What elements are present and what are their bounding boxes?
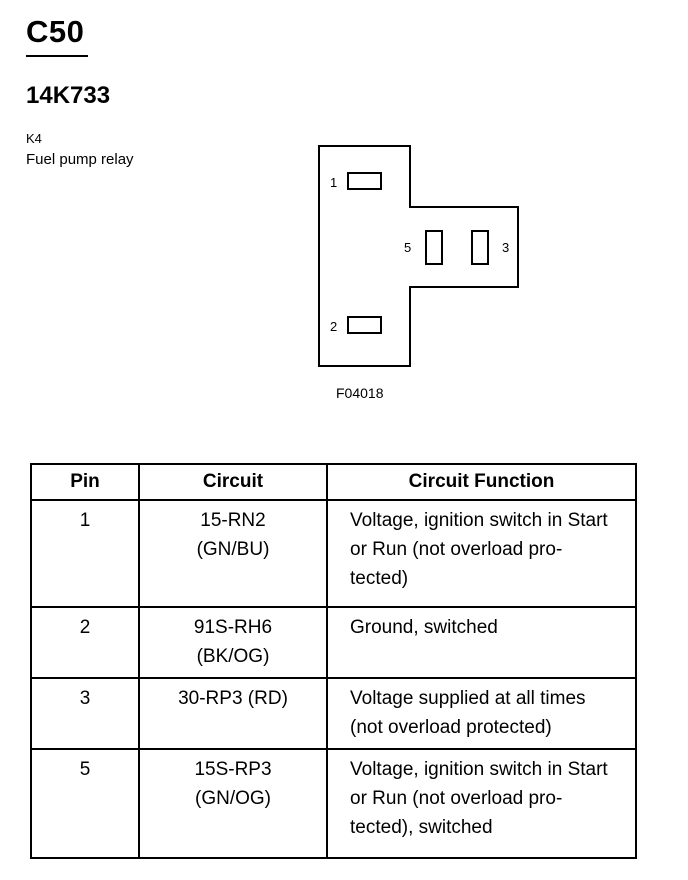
table-row: 5 15S-RP3 (GN/OG) Voltage, ignition swit…: [30, 748, 637, 859]
circuit-line: 30-RP3 (RD): [178, 688, 288, 709]
circuit-cell: 15-RN2 (GN/BU): [138, 499, 328, 608]
reference-code: K4: [26, 131, 42, 146]
pin-cell: 3: [30, 677, 140, 750]
pin-5-label: 5: [404, 240, 411, 255]
figure-code: F04018: [336, 385, 384, 401]
pin-cell: 1: [30, 499, 140, 608]
function-line: Voltage supplied at all times: [350, 688, 586, 709]
function-line: Voltage, ignition switch in Start: [350, 510, 608, 531]
pin-5-terminal: [425, 230, 443, 265]
circuit-cell: 30-RP3 (RD): [138, 677, 328, 750]
pin-3-label: 3: [502, 240, 509, 255]
connector-face-diagram: 1 2 3 5: [318, 145, 519, 367]
circuit-line: (BK/OG): [196, 646, 270, 667]
circuit-cell: 15S-RP3 (GN/OG): [138, 748, 328, 859]
connector-id: C50: [26, 14, 85, 49]
connector-id-underline: [26, 55, 88, 57]
pin-cell: 5: [30, 748, 140, 859]
function-line: tected), switched: [350, 817, 493, 838]
function-line: Ground, switched: [350, 617, 498, 638]
table-row: 2 91S-RH6 (BK/OG) Ground, switched: [30, 606, 637, 679]
table-row: 1 15-RN2 (GN/BU) Voltage, ignition switc…: [30, 499, 637, 608]
header-pin: Pin: [30, 463, 140, 501]
pin-3-terminal: [471, 230, 489, 265]
part-number: 14K733: [26, 82, 111, 109]
circuit-line: 91S-RH6: [193, 617, 273, 638]
circuit-line: (GN/OG): [195, 788, 271, 809]
component-name: Fuel pump relay: [26, 151, 134, 168]
pin-1-terminal: [347, 172, 382, 190]
pin-function-table: Pin Circuit Circuit Function 1 15-RN2 (G…: [30, 463, 637, 859]
pin-cell: 2: [30, 606, 140, 679]
table-header-row: Pin Circuit Circuit Function: [30, 463, 637, 501]
function-cell: Voltage, ignition switch in Start or Run…: [326, 748, 637, 859]
function-line: tected): [350, 568, 409, 589]
circuit-cell: 91S-RH6 (BK/OG): [138, 606, 328, 679]
header-circuit-function: Circuit Function: [326, 463, 637, 501]
circuit-line: 15S-RP3: [194, 759, 272, 780]
table-row: 3 30-RP3 (RD) Voltage supplied at all ti…: [30, 677, 637, 750]
pin-2-terminal: [347, 316, 382, 334]
function-line: or Run (not overload pro-: [350, 788, 563, 809]
circuit-line: 15-RN2: [200, 510, 266, 531]
circuit-line: (GN/BU): [196, 539, 270, 560]
function-line: or Run (not overload pro-: [350, 539, 563, 560]
header-circuit: Circuit: [138, 463, 328, 501]
function-line: Voltage, ignition switch in Start: [350, 759, 608, 780]
function-cell: Ground, switched: [326, 606, 637, 679]
pin-2-label: 2: [330, 319, 337, 334]
function-line: (not overload protected): [350, 717, 552, 738]
function-cell: Voltage supplied at all times (not overl…: [326, 677, 637, 750]
connector-outline: [318, 145, 519, 367]
function-cell: Voltage, ignition switch in Start or Run…: [326, 499, 637, 608]
pin-1-label: 1: [330, 175, 337, 190]
